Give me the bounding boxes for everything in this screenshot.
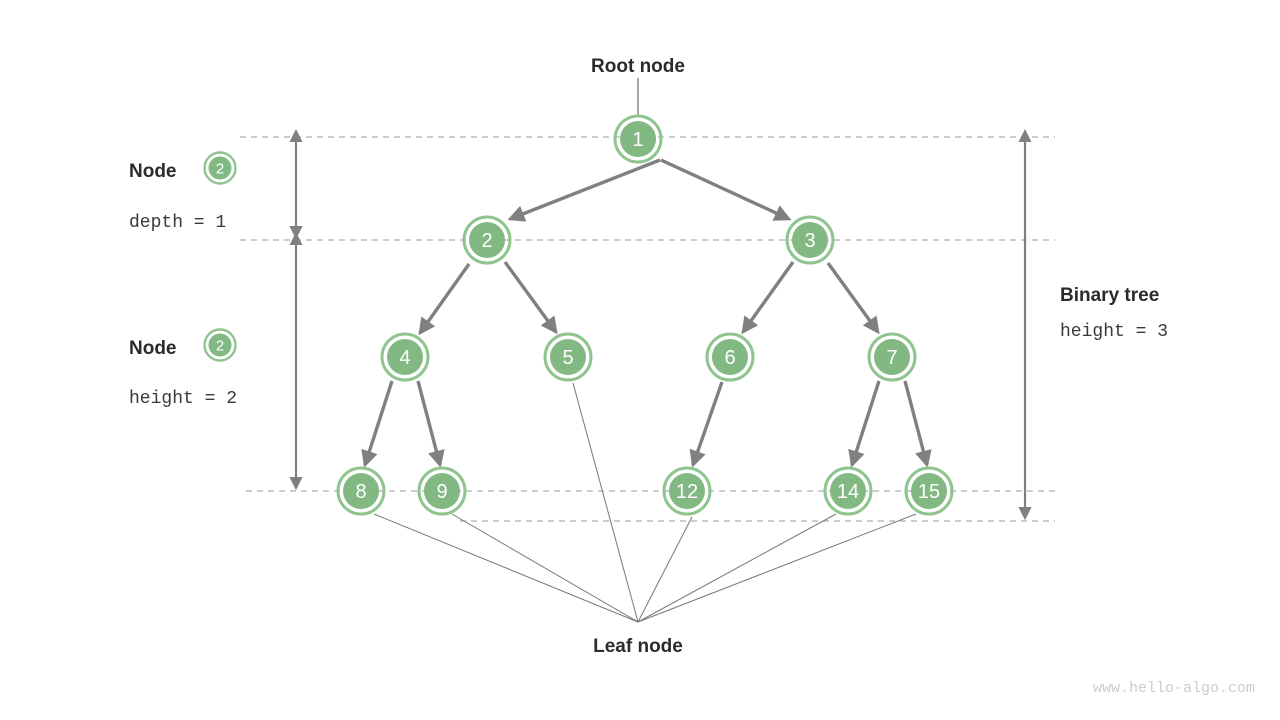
node-fill (669, 473, 705, 509)
edge-3-7 (826, 262, 880, 335)
leaf-pointer-12 (637, 516, 693, 623)
node-ring (543, 332, 593, 382)
edge-3-6 (741, 261, 795, 335)
edge-4-8 (361, 380, 394, 468)
tree-node-15: 15 (904, 466, 954, 516)
leaf-pointer-9 (451, 513, 639, 623)
root-node-label: Root node (591, 56, 685, 77)
leaf-node-label: Leaf node (593, 636, 683, 657)
node-value: 6 (724, 347, 735, 369)
node-ring (823, 466, 873, 516)
node-ring (904, 466, 954, 516)
node-value: 5 (562, 347, 573, 369)
leaf-pointer-8 (373, 513, 639, 623)
node-value: 4 (399, 347, 410, 369)
node-fill (550, 339, 586, 375)
annotation-node-depth-detail: depth = 1 (129, 213, 226, 233)
annotation-node-depth-title: Node (129, 161, 177, 182)
edge-2-4 (418, 263, 471, 336)
node-fill (911, 473, 947, 509)
annotation-node-height: Node 2 height = 2 (129, 328, 237, 409)
node-ring (867, 332, 917, 382)
annotation-node-depth: Node 2 depth = 1 (129, 151, 237, 233)
badge-fill (208, 156, 232, 180)
node-fill (387, 339, 423, 375)
node-ring (662, 466, 712, 516)
edge-2-5 (503, 260, 558, 335)
watermark-label: www.hello-algo.com (1093, 680, 1255, 697)
node-value: 3 (804, 230, 815, 252)
node-fill (343, 473, 379, 509)
leaf-pointer-5 (572, 382, 639, 623)
node-ring (785, 215, 835, 265)
node-value: 14 (837, 481, 859, 503)
node-fill (424, 473, 460, 509)
badge-ring (203, 151, 237, 185)
tree-node-1: 1 (613, 114, 663, 164)
annotation-tree-height: Binary tree height = 3 (1060, 285, 1168, 342)
edge-7-15 (903, 380, 932, 468)
node-value: 2 (481, 230, 492, 252)
node-value: 7 (886, 347, 897, 369)
leaf-pointer-14 (637, 513, 837, 623)
badge-value: 2 (216, 161, 224, 178)
edge-6-12 (689, 381, 724, 468)
badge-fill (208, 333, 232, 357)
annotation-tree-height-title: Binary tree (1060, 285, 1159, 306)
node-value: 1 (632, 129, 643, 151)
node-value: 8 (355, 481, 366, 503)
edge-4-9 (416, 380, 445, 468)
tree-node-5: 5 (543, 332, 593, 382)
node-ring (613, 114, 663, 164)
guide-lines (240, 136, 1055, 522)
annotation-node-height-badge: 2 (203, 328, 237, 362)
leaf-pointer-lines (373, 382, 917, 623)
tree-node-14: 14 (823, 466, 873, 516)
annotation-tree-height-detail: height = 3 (1060, 322, 1168, 342)
tree-node-8: 8 (336, 466, 386, 516)
annotation-node-depth-badge: 2 (203, 151, 237, 185)
tree-node-4: 4 (380, 332, 430, 382)
edge-1-2 (507, 158, 661, 222)
node-fill (620, 121, 656, 157)
badge-value: 2 (216, 338, 224, 355)
node-fill (712, 339, 748, 375)
node-ring (380, 332, 430, 382)
node-value: 15 (918, 481, 940, 503)
node-fill (792, 222, 828, 258)
node-ring (705, 332, 755, 382)
badge-ring (203, 328, 237, 362)
tree-node-6: 6 (705, 332, 755, 382)
node-fill (830, 473, 866, 509)
node-fill (469, 222, 505, 258)
node-ring (462, 215, 512, 265)
leaf-pointer-15 (637, 513, 917, 623)
annotation-node-height-title: Node (129, 338, 177, 359)
measure-arrows (289, 129, 1032, 521)
tree-edges (361, 158, 932, 468)
tree-node-3: 3 (785, 215, 835, 265)
node-ring (336, 466, 386, 516)
tree-node-7: 7 (867, 332, 917, 382)
tree-node-9: 9 (417, 466, 467, 516)
edge-7-14 (848, 380, 881, 468)
tree-node-2: 2 (462, 215, 512, 265)
annotation-node-height-detail: height = 2 (129, 389, 237, 409)
node-ring (417, 466, 467, 516)
node-fill (874, 339, 910, 375)
edge-1-3 (660, 158, 792, 221)
node-value: 9 (436, 481, 447, 503)
node-value: 12 (676, 481, 698, 503)
tree-node-12: 12 (662, 466, 712, 516)
